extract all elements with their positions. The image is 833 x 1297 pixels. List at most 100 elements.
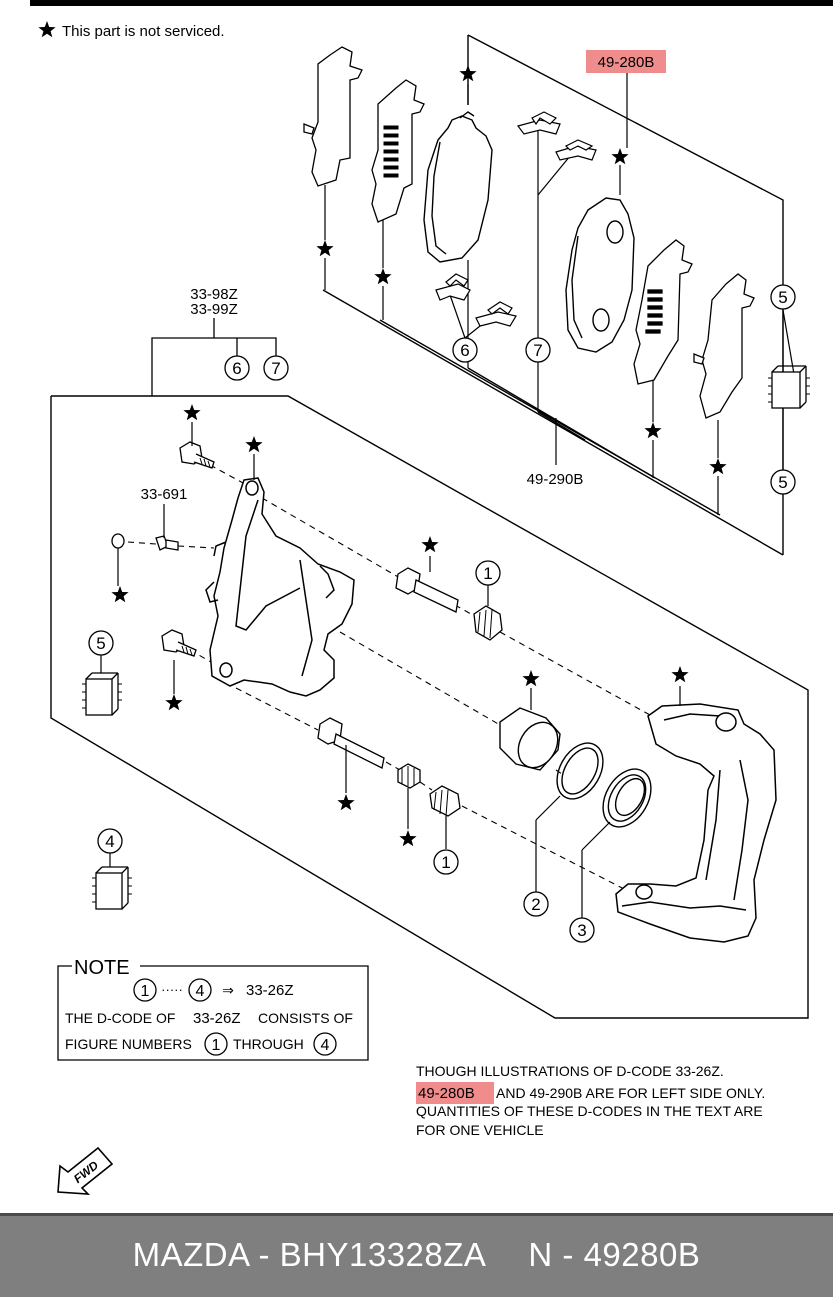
- guide-pin-upper: [395, 567, 459, 613]
- svg-text:CONSISTS OF: CONSISTS OF: [258, 1010, 353, 1026]
- callout-49-290b-label: 49-290B: [527, 471, 584, 488]
- fig-6-caliper: 6: [224, 355, 250, 381]
- fig-6-pad: 6: [452, 337, 478, 363]
- svg-text:⇒: ⇒: [222, 982, 234, 998]
- svg-text:5: 5: [96, 634, 105, 653]
- lower-leaders: [173, 422, 681, 918]
- pad-clip-upper: [516, 111, 597, 161]
- top-border: [30, 0, 833, 6]
- pin-boot-lower: [429, 785, 461, 817]
- grease-packet-upper: [768, 365, 810, 409]
- pin-sleeve: [397, 763, 421, 789]
- caliper-codes: 33-98Z 33-99Z: [190, 286, 238, 318]
- star-icon: [38, 21, 56, 38]
- fig-5-upper: 5: [770, 284, 796, 310]
- grease-packet-left: [82, 672, 122, 716]
- svg-text:1: 1: [212, 1037, 221, 1054]
- pad-clip-lower: [435, 273, 517, 327]
- star-icon: [374, 268, 392, 285]
- pin-boot-upper: [473, 605, 503, 641]
- brake-pad-right: [565, 197, 635, 353]
- caliper-bracket: [615, 703, 777, 943]
- fig-5-left: 5: [88, 630, 114, 656]
- note-box: NOTE 1 ····· 4 ⇒ 33-26Z THE D-CODE OF 33…: [57, 957, 369, 1061]
- footnote-line4: FOR ONE VEHICLE: [416, 1122, 544, 1138]
- pad-shim-outer-right: [693, 273, 755, 419]
- caliper-bracket-lines: [151, 318, 277, 396]
- pad-shim-outer-left: [303, 46, 363, 187]
- figure-number-circles: 6 7 6 7 5 5 5 1 1 2 3 4: [88, 284, 796, 943]
- star-icon: [337, 794, 355, 811]
- fig-4: 4: [97, 828, 123, 854]
- caliper-body: [205, 477, 355, 697]
- svg-text:1: 1: [483, 564, 492, 583]
- star-icon: [399, 830, 417, 847]
- fig-1-upper: 1: [475, 560, 501, 586]
- star-icon: [709, 458, 727, 475]
- star-icon: [611, 148, 629, 165]
- svg-text:1: 1: [141, 983, 150, 1000]
- svg-text:THE D-CODE OF: THE D-CODE OF: [65, 1010, 175, 1026]
- svg-text:5: 5: [778, 288, 787, 307]
- footnote: THOUGH ILLUSTRATIONS OF D-CODE 33-26Z. 4…: [416, 1063, 765, 1138]
- caliper-bolt-upper: [179, 441, 215, 469]
- callout-49-280b-label: 49-280B: [598, 54, 655, 71]
- fig-7-pad: 7: [525, 337, 551, 363]
- svg-text:1: 1: [441, 853, 450, 872]
- fig-5-mid: 5: [770, 469, 796, 495]
- star-icon: [183, 404, 201, 421]
- piston-seal: [556, 742, 604, 800]
- caliper-code-33-99z: 33-99Z: [190, 301, 238, 318]
- star-icon: [165, 694, 183, 711]
- svg-text:7: 7: [533, 341, 542, 360]
- svg-text:·····: ·····: [161, 982, 183, 997]
- brake-caliper-diagram: This part is not serviced.: [38, 21, 810, 1195]
- star-icon: [644, 422, 662, 439]
- footer-part-code: N - 49280B: [528, 1236, 701, 1273]
- svg-text:7: 7: [271, 359, 280, 378]
- svg-text:4: 4: [196, 983, 205, 1000]
- star-icon: [111, 586, 129, 603]
- svg-text:6: 6: [232, 359, 241, 378]
- star-icon: [671, 666, 689, 683]
- fwd-arrow-icon: FWD: [57, 1146, 114, 1195]
- svg-text:4: 4: [105, 832, 114, 851]
- fig-3: 3: [569, 917, 595, 943]
- header-note-text: This part is not serviced.: [62, 23, 225, 40]
- guide-pin-lower: [317, 717, 385, 769]
- grease-packet-4: [92, 866, 132, 910]
- star-icon: [245, 436, 263, 453]
- piston-dust-boot: [602, 768, 652, 828]
- caliper-bolt-lower: [161, 629, 197, 657]
- footnote-line2: AND 49-290B ARE FOR LEFT SIDE ONLY.: [496, 1085, 765, 1101]
- footnote-highlight: [416, 1082, 494, 1104]
- svg-text:2: 2: [531, 895, 540, 914]
- svg-text:4: 4: [321, 1037, 330, 1054]
- fig-7-caliper: 7: [263, 355, 289, 381]
- svg-text:THROUGH: THROUGH: [233, 1036, 304, 1052]
- svg-text:5: 5: [778, 473, 787, 492]
- footnote-line1: THOUGH ILLUSTRATIONS OF D-CODE 33-26Z.: [416, 1063, 724, 1079]
- svg-text:6: 6: [460, 341, 469, 360]
- star-icon: [522, 670, 540, 687]
- caliper-piston: [499, 707, 561, 771]
- callout-49-280b: 49-280B: [586, 50, 666, 73]
- note-title: NOTE: [74, 957, 130, 979]
- assembly-dashes: [127, 464, 651, 893]
- brake-pad-left: [423, 111, 493, 263]
- caliper-assembly-frame: [50, 395, 809, 1019]
- svg-text:33-26Z: 33-26Z: [246, 982, 294, 999]
- footer-part-ref: MAZDA - BHY13328ZA: [132, 1236, 487, 1273]
- footnote-highlight-code: 49-280B: [418, 1085, 475, 1102]
- bleeder-code-label: 33-691: [141, 486, 188, 503]
- svg-text:FIGURE NUMBERS: FIGURE NUMBERS: [65, 1036, 192, 1052]
- svg-text:33-26Z: 33-26Z: [193, 1010, 241, 1027]
- bleeder-screw: [111, 533, 179, 551]
- footnote-line3: QUANTITIES OF THESE D-CODES IN THE TEXT …: [416, 1103, 763, 1119]
- footer-bar: [0, 1213, 833, 1297]
- footer-part-numbers: MAZDA - BHY13328ZA N - 49280B: [0, 1236, 833, 1274]
- pad-leaders: [324, 72, 796, 515]
- header-note: This part is not serviced.: [38, 21, 225, 40]
- bleeder-leaders: [117, 504, 165, 586]
- star-icon: [316, 240, 334, 257]
